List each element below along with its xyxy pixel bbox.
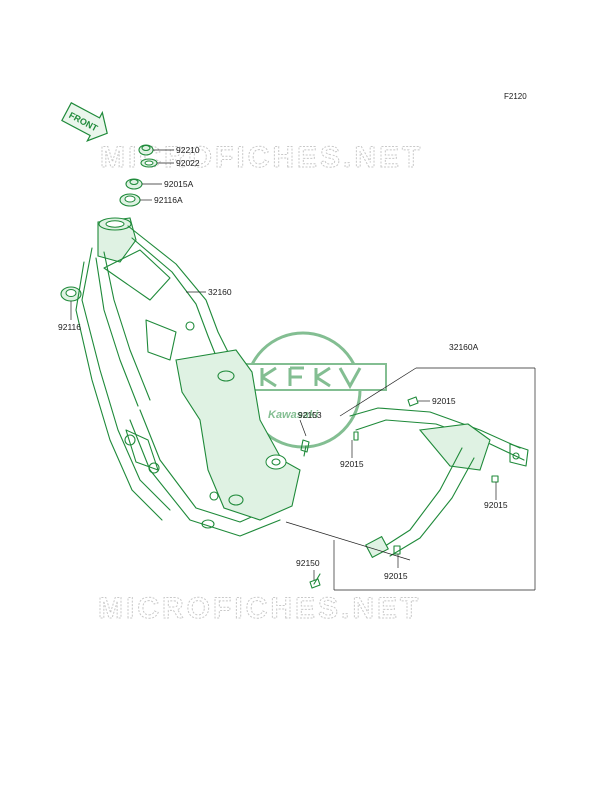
- part-label-92150[interactable]: 92150: [296, 558, 320, 568]
- part-label-32160A[interactable]: 32160A: [449, 342, 479, 352]
- washer-92022-icon: [140, 158, 158, 168]
- front-arrow-icon: FRONT: [61, 102, 108, 142]
- bolt-92015-a-icon: [407, 396, 419, 407]
- bolt-92153-icon: [300, 439, 310, 457]
- part-label-92116A[interactable]: 92116A: [154, 195, 183, 205]
- bearing-92116A-icon: [119, 193, 141, 207]
- sub-frame-32160A: [349, 407, 529, 559]
- part-label-92015-a[interactable]: 92015: [432, 396, 456, 406]
- part-label-92210[interactable]: 92210: [176, 145, 200, 155]
- part-label-92015-c[interactable]: 92015: [484, 500, 508, 510]
- bracket-32160A: [334, 367, 536, 591]
- bolt-92015-c-icon: [491, 475, 499, 483]
- bolt-92015-d-icon: [393, 545, 401, 555]
- part-label-92015-b[interactable]: 92015: [340, 459, 364, 469]
- bolt-92150-icon: [309, 573, 321, 589]
- bearing-92116-icon: [60, 286, 82, 302]
- nut-92210-icon: [138, 144, 154, 156]
- part-label-92022[interactable]: 92022: [176, 158, 200, 168]
- bolt-92015-b-icon: [353, 431, 359, 441]
- watermark-bottom: MICROFICHES.NET: [98, 592, 421, 625]
- nut-92015A-icon: [125, 178, 143, 190]
- part-label-92153[interactable]: 92153: [298, 410, 322, 420]
- part-label-92015A[interactable]: 92015A: [164, 179, 194, 189]
- part-label-32160[interactable]: 32160: [208, 287, 232, 297]
- watermark-top: MICROFICHES.NET: [100, 141, 423, 174]
- part-label-92116[interactable]: 92116: [58, 322, 81, 332]
- part-label-92015-d[interactable]: 92015: [384, 571, 408, 581]
- figure-code: F2120: [504, 92, 527, 101]
- main-frame-32160: [75, 217, 301, 537]
- kawasaki-logo-text: Kawasaki: [268, 409, 319, 421]
